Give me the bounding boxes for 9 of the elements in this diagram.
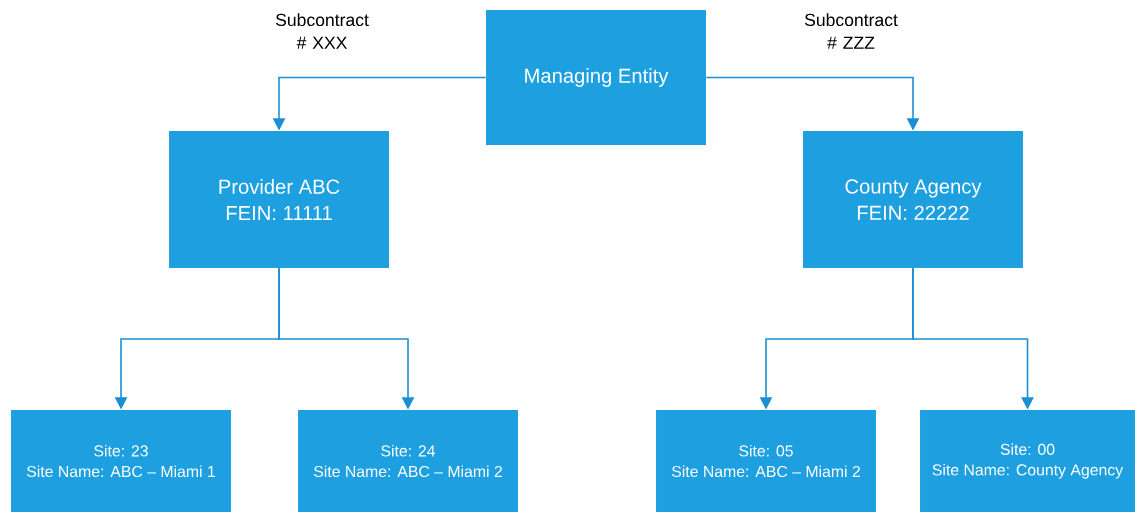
- entity-box: Site: 05 Site Name: ABC – Miami 2: [656, 410, 876, 512]
- entity-box: County Agency FEIN: 22222: [803, 131, 1023, 268]
- edge-label: Subcontract # ZZZ: [789, 11, 913, 51]
- entity-box: Site: 00 Site Name: County Agency: [920, 410, 1135, 512]
- edge-label: Subcontract # XXX: [260, 11, 384, 51]
- entity-box: Site: 24 Site Name: ABC – Miami 2: [298, 410, 518, 512]
- entity-box: Managing Entity: [486, 10, 706, 145]
- entity-box: Provider ABC FEIN: 11111: [169, 131, 389, 268]
- entity-box: Site: 23 Site Name: ABC – Miami 1: [11, 410, 231, 512]
